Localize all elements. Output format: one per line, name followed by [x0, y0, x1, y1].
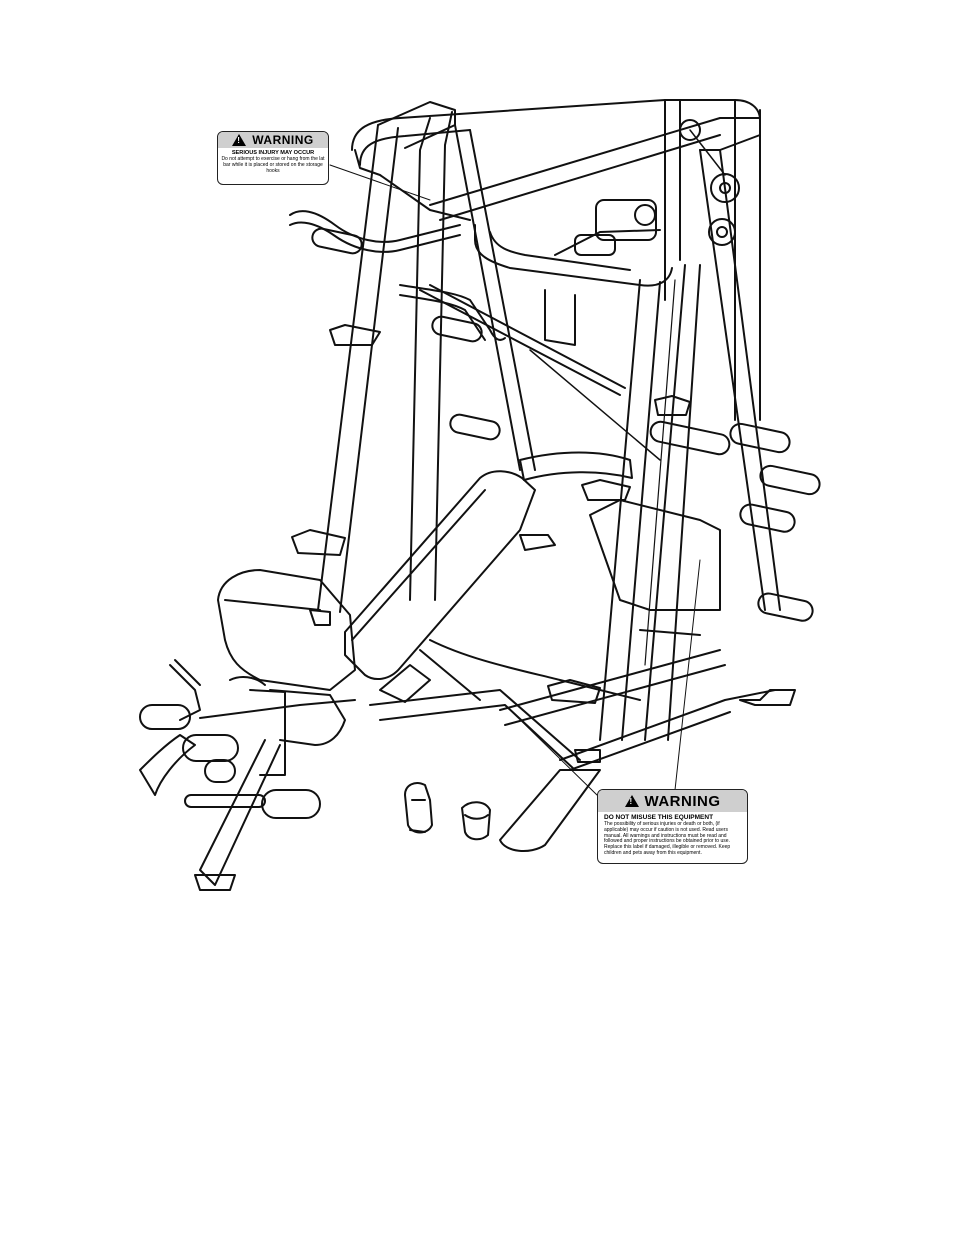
warning-label-subheading: DO NOT MISUSE THIS EQUIPMENT — [604, 814, 714, 821]
label-leaders — [329, 164, 701, 796]
warning-label-body: The possibility of serious injuries or d… — [604, 821, 731, 856]
warning-label-misuse: ! WARNING DO NOT MISUSE THIS EQUIPMENT T… — [597, 789, 748, 864]
warning-label-body: Do not attempt to exercise or hang from … — [221, 156, 325, 174]
warning-triangle-icon: ! — [232, 134, 247, 146]
bench — [217, 470, 536, 746]
warning-label-lat-bar: ! WARNING SERIOUS INJURY MAY OCCUR Do no… — [217, 131, 329, 185]
warning-label-header: ! WARNING — [218, 132, 328, 148]
uprights — [317, 99, 781, 741]
leg-developer — [139, 659, 356, 891]
warning-triangle-icon: ! — [624, 795, 639, 807]
warning-label-heading: WARNING — [252, 133, 314, 147]
warning-label-subheading: SERIOUS INJURY MAY OCCUR — [231, 150, 315, 156]
warning-label-heading: WARNING — [644, 792, 721, 810]
pulley-assembly — [529, 119, 740, 666]
accessories — [404, 782, 491, 841]
lat-bar — [289, 210, 626, 396]
warning-label-header: ! WARNING — [598, 790, 747, 812]
weight-horns — [311, 227, 821, 622]
center-carriage — [519, 199, 721, 636]
